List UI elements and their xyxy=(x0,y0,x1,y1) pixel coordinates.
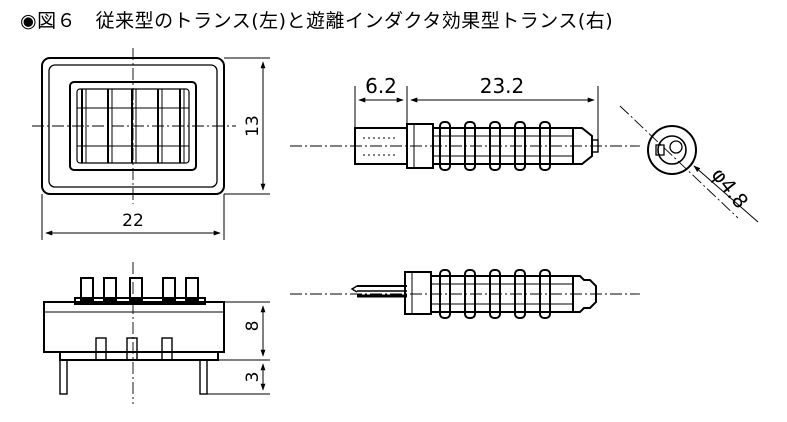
dimension-side-body xyxy=(207,301,270,395)
dimension-left-width xyxy=(41,194,225,240)
figure-title: ◉図６ 従来型のトランス(左)と遊離インダクタ効果型トランス(右) xyxy=(20,10,614,32)
conventional-transformer-top-view xyxy=(32,48,236,204)
inductor-transformer-side-view xyxy=(290,269,640,319)
dim-label-left-height: 13 xyxy=(243,115,263,137)
conventional-transformer-side-view xyxy=(43,262,225,404)
dim-label-right-cap: 6.2 xyxy=(365,74,397,98)
dim-label-right-coil: 23.2 xyxy=(480,74,525,98)
dimension-left-height xyxy=(224,57,270,195)
dim-label-side-pin: 3 xyxy=(243,372,263,383)
dim-label-side-body: 8 xyxy=(243,321,263,332)
dim-label-left-width: 22 xyxy=(122,211,144,231)
dimension-right-top xyxy=(354,86,599,140)
inductor-transformer-top-view xyxy=(290,121,640,171)
dim-label-right-diameter: φ4.8 xyxy=(707,163,754,213)
inductor-end-view xyxy=(619,105,739,219)
dimension-right-diameter xyxy=(693,165,759,223)
